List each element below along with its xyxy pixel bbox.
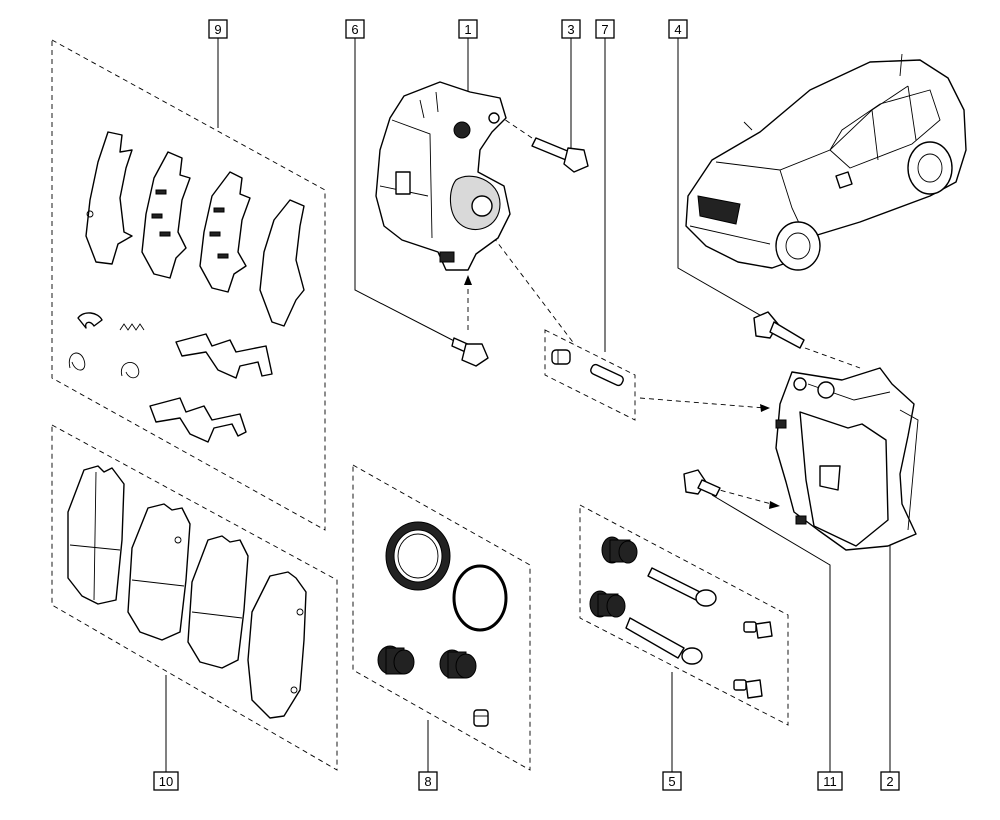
- leader-6: [354, 38, 463, 346]
- group-5-outline: [579, 504, 789, 726]
- bolt-4: [753, 311, 805, 349]
- piston-dust-seal: [385, 521, 451, 591]
- brake-pad-3: [187, 535, 249, 669]
- brake-pad-1: [67, 465, 125, 605]
- vehicle-illustration: [685, 53, 967, 271]
- callout-5-text: 5: [668, 774, 675, 789]
- callout-6: 6: [345, 19, 365, 39]
- retaining-spring-4: [120, 362, 140, 379]
- callout-2: 2: [880, 771, 900, 791]
- anti-squeal-shim-2: [141, 151, 191, 279]
- guide-pin-5b: [625, 617, 703, 665]
- group-8-outline: [352, 464, 531, 771]
- guide-boot-5b: [589, 590, 626, 618]
- callout-8: 8: [418, 771, 438, 791]
- callout-10-text: 10: [159, 774, 173, 789]
- anti-squeal-shim-3: [199, 171, 251, 293]
- caliper-assembly-1: [375, 81, 511, 271]
- callout-9: 9: [208, 19, 228, 39]
- flow-arrow-bolt-3: [497, 114, 536, 141]
- guide-pin-7: [590, 363, 624, 387]
- callout-11-text: 11: [823, 774, 837, 789]
- anti-squeal-shim-1: [85, 131, 133, 265]
- callout-3-text: 3: [567, 22, 574, 37]
- guide-pin-5a: [647, 567, 717, 607]
- callout-5: 5: [662, 771, 682, 791]
- callout-1-text: 1: [464, 22, 471, 37]
- arrowhead-bolt-6: [464, 275, 472, 285]
- callout-10: 10: [153, 771, 179, 791]
- group-10-outline: [51, 424, 338, 771]
- bolt-3: [531, 137, 589, 173]
- flow-arrow-to-caliper: [639, 397, 766, 409]
- brake-pad-4: [247, 571, 307, 719]
- leader-11: [711, 494, 831, 772]
- flow-arrow-bolt-11: [711, 487, 776, 506]
- callout-6-text: 6: [351, 22, 358, 37]
- callout-7-text: 7: [601, 22, 608, 37]
- bolt-6: [451, 337, 489, 367]
- guide-pin-boot-1: [377, 645, 415, 675]
- callout-8-text: 8: [424, 774, 431, 789]
- flow-arrow-bolt-4: [804, 347, 861, 369]
- retaining-spring-2: [119, 323, 145, 331]
- brake-pad-2: [127, 503, 191, 641]
- bolt-5a: [743, 621, 773, 639]
- retaining-spring-3: [68, 352, 86, 371]
- callout-3: 3: [561, 19, 581, 39]
- bleed-screw-cap: [473, 709, 489, 727]
- bolt-5b: [733, 679, 763, 699]
- guide-pin-boot-2: [439, 649, 477, 679]
- callout-11: 11: [817, 771, 843, 791]
- bolt-11: [683, 469, 721, 497]
- callout-4-text: 4: [674, 22, 681, 37]
- callout-4: 4: [668, 19, 688, 39]
- callout-9-text: 9: [214, 22, 221, 37]
- piston-seal-ring: [452, 564, 508, 632]
- flow-arrow-pin: [487, 229, 576, 346]
- callout-2-text: 2: [886, 774, 893, 789]
- group-9-outline: [51, 39, 326, 531]
- caliper-assembly-2: [775, 367, 919, 551]
- leader-4: [677, 38, 766, 319]
- arrowhead-caliper-top: [760, 404, 770, 412]
- group-7-outline: [544, 329, 636, 421]
- pad-clip-2: [149, 397, 247, 443]
- pad-clip-1: [175, 333, 273, 379]
- anti-squeal-shim-4: [259, 199, 305, 327]
- retaining-spring-1: [77, 312, 103, 329]
- guide-boot-5a: [601, 536, 638, 564]
- callout-7: 7: [595, 19, 615, 39]
- guide-bushing-7: [551, 349, 571, 365]
- callout-1: 1: [458, 19, 478, 39]
- arrowhead-bolt-11: [769, 501, 780, 509]
